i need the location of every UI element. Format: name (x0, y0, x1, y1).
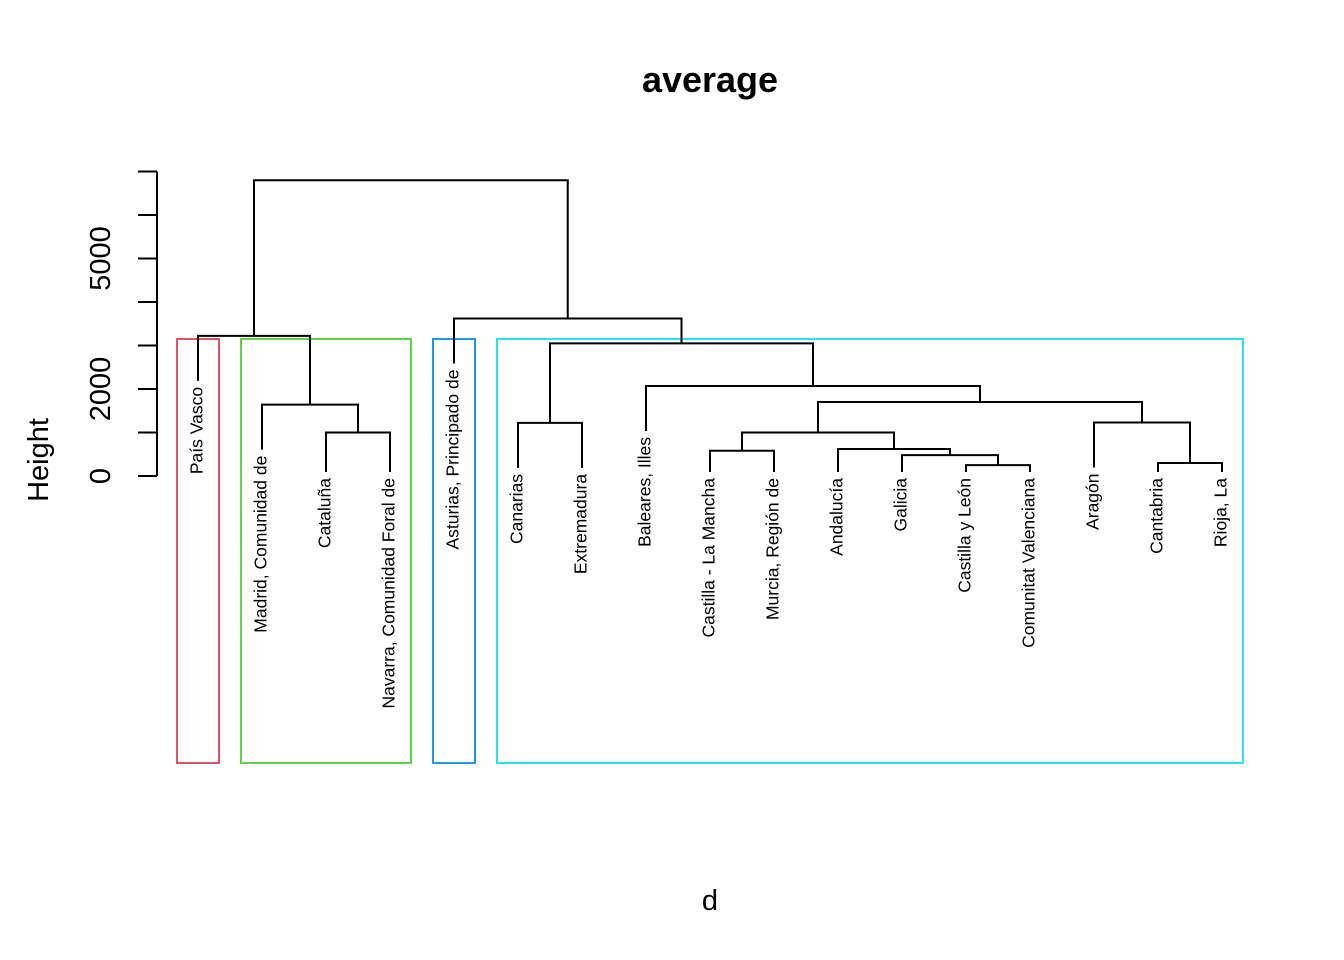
leaf-label: Aragón (1083, 473, 1103, 529)
merge-link (253, 179, 569, 336)
leaf-label: Canarias (507, 474, 527, 544)
leaf-label: Extremadura (571, 474, 591, 574)
y-tick-label: 0 (85, 468, 117, 484)
leaf-label: Cantabria (1147, 478, 1167, 554)
merge-link (965, 464, 1031, 472)
merge-link (453, 317, 683, 364)
leaf-label: Murcia, Región de (763, 478, 783, 620)
merge-link (261, 403, 359, 450)
y-axis: 0 2000 5000 (85, 170, 158, 484)
merge-link (549, 342, 814, 423)
dendrogram-links (197, 179, 1223, 472)
chart-title: average (642, 59, 778, 100)
leaf-label: Castilla - La Mancha (699, 478, 719, 638)
leaf-label: Galicia (891, 478, 911, 532)
x-axis-title: d (702, 885, 718, 917)
cluster-rectangle (496, 338, 1244, 764)
y-axis-title: Height (23, 418, 55, 502)
merge-link (1157, 461, 1223, 472)
leaf-label: Castilla y León (955, 478, 975, 593)
leaf-label: Madrid, Comunidad de (251, 456, 271, 633)
merge-link (197, 334, 311, 405)
merge-link (709, 449, 775, 472)
merge-link (837, 448, 951, 472)
y-tick-label: 2000 (85, 357, 117, 422)
leaf-label: Navarra, Comunidad Foral de (379, 478, 399, 709)
leaf-label: País Vasco (187, 387, 207, 474)
y-tick-label: 5000 (85, 226, 117, 291)
leaf-label: Andalucía (827, 478, 847, 556)
leaf-label: Baleares, Illes (635, 437, 655, 547)
merge-link (645, 384, 981, 431)
leaf-label: Cataluña (315, 478, 335, 548)
cluster-rectangle (240, 338, 412, 764)
leaf-label: Comunitat Valenciana (1019, 478, 1039, 648)
merge-link (325, 431, 391, 472)
merge-link (517, 421, 583, 468)
leaf-label: Asturias, Principado de (443, 370, 463, 550)
merge-link (901, 454, 999, 472)
merge-link (1093, 421, 1191, 468)
leaf-label: Rioja, La (1211, 478, 1231, 547)
merge-link (741, 431, 895, 451)
